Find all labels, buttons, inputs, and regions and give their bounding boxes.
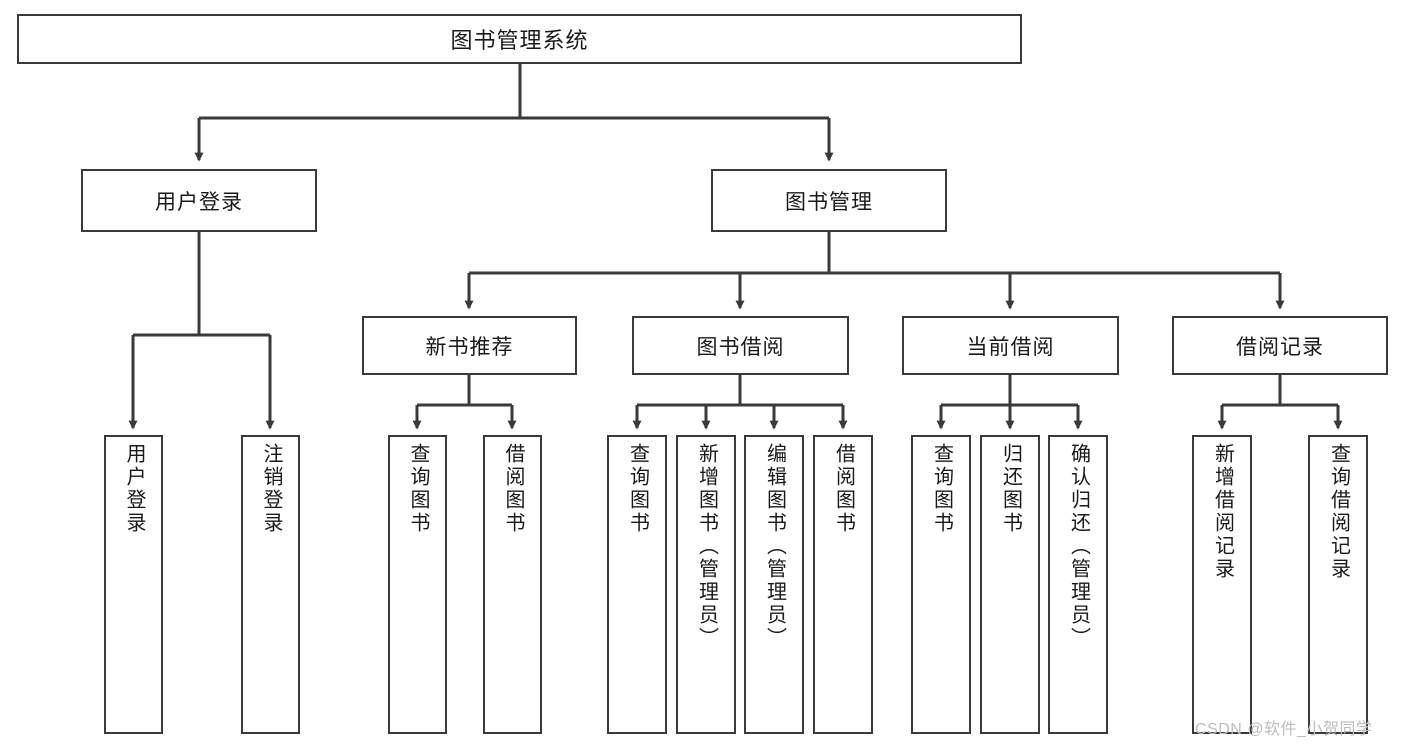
leaf-logout[interactable]: 注销登录 (241, 435, 300, 734)
node-label: 查询图书 (407, 443, 429, 535)
node-label: 借阅图书 (502, 443, 524, 535)
node-label: 借阅图书 (832, 443, 855, 535)
node-label: 确认归还（管理员） (1067, 443, 1090, 650)
node-label: 新增图书（管理员） (695, 443, 718, 650)
node-label: 图书管理 (785, 190, 873, 214)
leaf-borrow-book[interactable]: 借阅图书 (813, 435, 873, 734)
node-label: 查询图书 (930, 443, 953, 535)
node-label: 查询图书 (626, 443, 649, 535)
leaf-query-book-current[interactable]: 查询图书 (911, 435, 971, 734)
leaf-add-book-admin[interactable]: 新增图书（管理员） (676, 435, 736, 734)
leaf-edit-book-admin[interactable]: 编辑图书（管理员） (744, 435, 804, 734)
leaf-query-book-borrow[interactable]: 查询图书 (607, 435, 667, 734)
node-label: 图书管理系统 (450, 28, 589, 53)
csdn-watermark: CSDN @软件_小贺同学 (1195, 721, 1373, 738)
node-label: 查询借阅记录 (1327, 443, 1350, 581)
node-root-system[interactable]: 图书管理系统 (17, 14, 1022, 64)
node-label: 借阅记录 (1236, 335, 1324, 359)
leaf-user-login[interactable]: 用户登录 (104, 435, 163, 734)
node-book-management[interactable]: 图书管理 (711, 169, 947, 232)
node-new-book-recommend[interactable]: 新书推荐 (362, 316, 577, 375)
node-borrow-record[interactable]: 借阅记录 (1172, 316, 1388, 375)
node-label: 用户登录 (123, 443, 145, 535)
leaf-query-borrow-record[interactable]: 查询借阅记录 (1308, 435, 1368, 734)
leaf-confirm-return-admin[interactable]: 确认归还（管理员） (1048, 435, 1108, 734)
node-label: 新增借阅记录 (1211, 443, 1234, 581)
node-label: 当前借阅 (966, 335, 1055, 359)
node-label: 新书推荐 (425, 335, 514, 359)
node-label: 用户登录 (155, 190, 243, 214)
leaf-add-borrow-record[interactable]: 新增借阅记录 (1192, 435, 1252, 734)
node-user-login[interactable]: 用户登录 (81, 169, 317, 232)
node-book-borrow[interactable]: 图书借阅 (632, 316, 849, 375)
node-label: 编辑图书（管理员） (763, 443, 786, 650)
node-label: 归还图书 (999, 443, 1022, 535)
node-label: 图书借阅 (696, 335, 785, 359)
leaf-borrow-book-recommend[interactable]: 借阅图书 (483, 435, 542, 734)
leaf-query-book-recommend[interactable]: 查询图书 (388, 435, 447, 734)
leaf-return-book[interactable]: 归还图书 (980, 435, 1040, 734)
node-label: 注销登录 (260, 443, 282, 535)
node-current-borrow[interactable]: 当前借阅 (902, 316, 1119, 375)
